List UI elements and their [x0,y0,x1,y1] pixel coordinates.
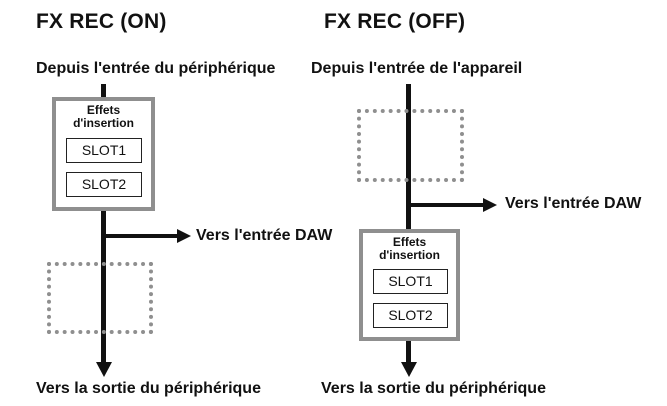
input-label-on: Depuis l'entrée du périphérique [36,60,276,77]
arrowhead-right-icon [483,198,497,212]
insert-effects-title-line2: d'insertion [379,248,440,262]
signal-line-on [101,84,106,367]
slot1-box-off: SLOT1 [373,269,448,294]
slot1-box-on: SLOT1 [66,138,142,163]
diagram-title-on: FX REC (ON) [36,10,167,33]
empty-slot-placeholder-off [357,109,464,182]
slot2-box-off: SLOT2 [373,303,448,328]
daw-label-on: Vers l'entrée DAW [196,227,333,244]
arrowhead-right-icon [177,229,191,243]
arrowhead-down-icon [96,362,112,377]
daw-branch-line-on [101,234,179,238]
insert-effects-title-line1: Effets [86,103,121,117]
input-label-off: Depuis l'entrée de l'appareil [311,60,523,77]
empty-slot-placeholder-on [47,262,153,334]
output-label-on: Vers la sortie du périphérique [36,380,261,397]
insert-effects-title-line1: Effets [392,235,427,249]
diagram-title-off: FX REC (OFF) [324,10,466,33]
insert-effects-title-line2: d'insertion [73,116,134,130]
daw-label-off: Vers l'entrée DAW [505,195,642,212]
insert-effects-box-off: Effets d'insertion SLOT1 SLOT2 [359,229,460,341]
signal-line-off [406,84,411,367]
output-label-off: Vers la sortie du périphérique [321,380,546,397]
arrowhead-down-icon [401,362,417,377]
insert-effects-box-on: Effets d'insertion SLOT1 SLOT2 [52,97,155,211]
slot2-box-on: SLOT2 [66,172,142,197]
daw-branch-line-off [406,203,485,207]
